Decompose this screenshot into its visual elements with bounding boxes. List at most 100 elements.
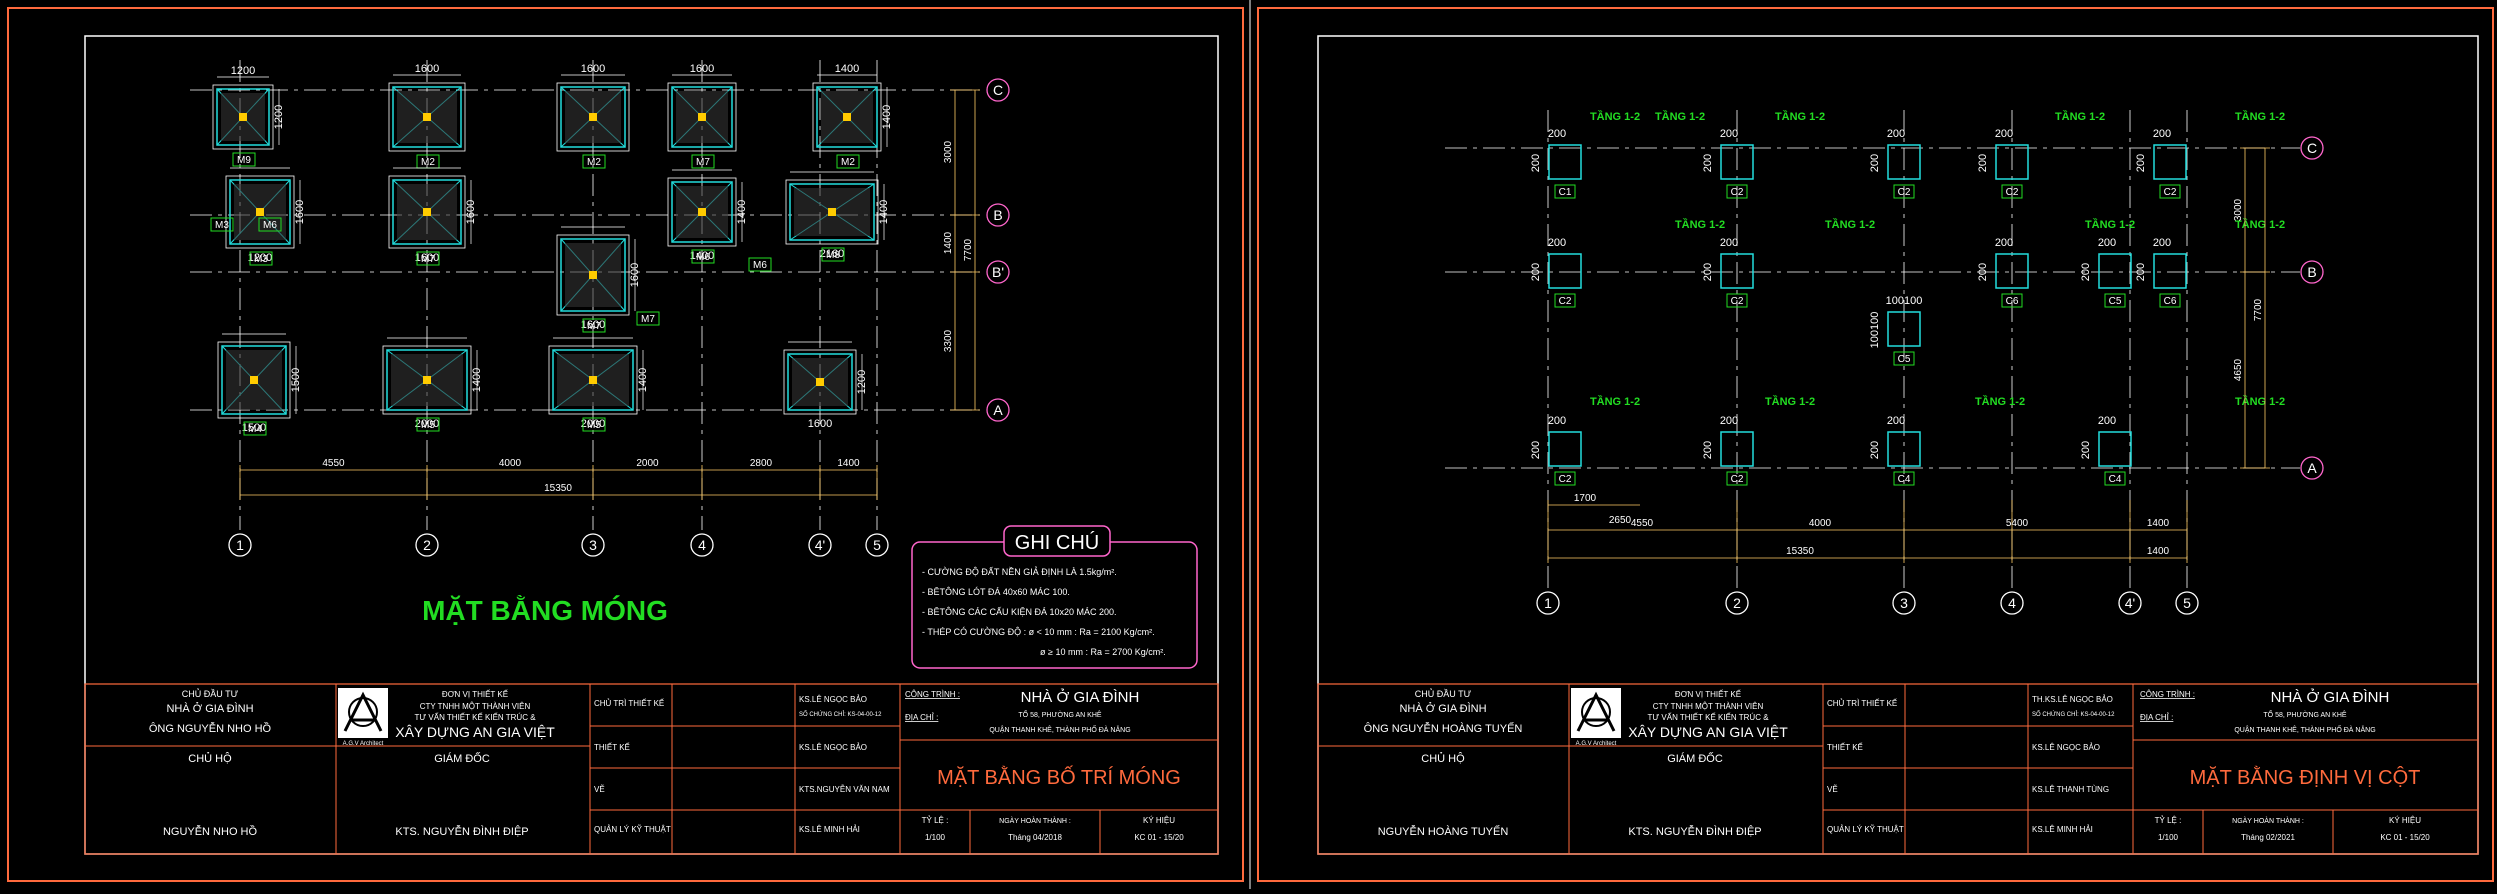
axis-bubble	[986, 398, 1010, 422]
floor-label: TẦNG 1-2	[2235, 395, 2285, 408]
footing-height-dim: 1600	[465, 200, 477, 224]
footing-height-dim: 1400	[471, 368, 483, 392]
dimension-text: 1400	[2147, 546, 2170, 557]
date-value: Tháng 04/2018	[1008, 833, 1062, 842]
person-name: KS.LÊ THANH TÙNG	[2032, 785, 2109, 794]
footing-tag-box	[582, 318, 606, 333]
role-label: VẼ	[594, 785, 605, 794]
person-name: KS.LÊ NGỌC BẢO	[799, 695, 867, 704]
notes-title: GHI CHÚ	[1015, 531, 1099, 554]
axis-label: A	[2307, 460, 2317, 476]
footing-height-dim: 1600	[629, 263, 641, 287]
chu-ho-name: NGUYỄN NHO HỒ	[163, 825, 258, 838]
role-label: QUẢN LÝ KỸ THUẬT	[594, 825, 671, 834]
column-outline	[2098, 253, 2132, 289]
column-tag-box	[1893, 471, 1915, 486]
footing-width-dim: 2000	[415, 418, 439, 430]
footing-outline	[552, 349, 634, 411]
column-stub	[816, 378, 824, 386]
column-tag: C6	[2164, 296, 2177, 307]
logo-text: A.G.V Architect	[1576, 741, 1617, 747]
column-dim: 200	[1887, 415, 1905, 427]
footing-tag: M5	[421, 420, 435, 431]
column-tag: C2	[1731, 296, 1744, 307]
footing-tag: M6	[753, 260, 767, 271]
column-dim: 200	[1702, 154, 1714, 172]
axis-label: C	[2307, 140, 2317, 156]
column-tag: C1	[1559, 187, 1572, 198]
column-tag-box	[1726, 471, 1748, 486]
footing-tag-box	[821, 247, 845, 262]
column-outline	[2153, 144, 2187, 180]
dimension-text: 3300	[943, 329, 954, 352]
footing-width-dim: 1600	[415, 63, 439, 75]
address-label: ĐỊA CHỈ :	[2140, 713, 2173, 722]
right-columns: C1200200C2200200C2200200C2200200C2200200…	[1530, 110, 2285, 486]
note-line: - CƯỜNG ĐỘ ĐẤT NỀN GIẢ ĐỊNH LÀ 1.5kg/m².	[922, 566, 1117, 577]
footing-height-dim: 1600	[294, 200, 306, 224]
dimension-text: 1400	[837, 458, 860, 469]
column-tag: C2	[1559, 296, 1572, 307]
footing-tag: M8	[826, 250, 840, 261]
left-drawing-title: MẶT BẰNG MÓNG	[422, 595, 668, 626]
chu-ho-label: CHỦ HỘ	[1421, 752, 1465, 765]
drawing-name: MẶT BẰNG BỐ TRÍ MÓNG	[937, 765, 1181, 789]
column-dim: 200	[2098, 237, 2116, 249]
floor-label: TẦNG 1-2	[1590, 110, 1640, 123]
footing-height-dim: 1500	[290, 368, 302, 392]
column-tag-box	[1554, 471, 1576, 486]
column-dim: 200	[1887, 128, 1905, 140]
column-dim: 200	[2080, 441, 2092, 459]
footing-tag: M7	[641, 314, 655, 325]
owner-line: NHÀ Ở GIA ĐÌNH	[1399, 702, 1486, 715]
column-tag: C4	[2109, 474, 2122, 485]
footing-pad	[548, 345, 638, 415]
footing-pad	[217, 341, 291, 419]
person-name: KS.LÊ MINH HẢI	[2032, 825, 2093, 834]
owner-line: ÔNG NGUYỄN HOÀNG TUYẾN	[1364, 722, 1523, 735]
cert-number: SỐ CHỨNG CHỈ: KS-04-00-12	[799, 711, 882, 718]
footing-tag-box	[232, 152, 256, 167]
footing-outline	[671, 86, 733, 148]
column-outline	[1548, 144, 1582, 180]
footing-height-dim: 1400	[637, 368, 649, 392]
column-dim: 200	[1720, 128, 1738, 140]
footing-outline	[787, 353, 853, 411]
floor-label: TẦNG 1-2	[1775, 110, 1825, 123]
column-tag: C2	[2006, 187, 2019, 198]
footing-tag-box	[836, 154, 860, 169]
dimension-text: 3000	[943, 140, 954, 163]
footing-tag: M4	[248, 424, 262, 435]
column-stub	[423, 113, 431, 121]
column-stub	[698, 113, 706, 121]
axis-bubble	[865, 533, 889, 557]
column-dim: 200	[2135, 154, 2147, 172]
footing-width-dim: 1600	[415, 252, 439, 264]
axis-bubble	[2118, 591, 2142, 615]
footing-tag: M7	[421, 254, 435, 265]
dimension-text: 2800	[750, 458, 773, 469]
role-label: CHỦ TRÌ THIẾT KẾ	[594, 698, 664, 708]
column-dim: 200	[2098, 415, 2116, 427]
right-grid-lines	[1445, 110, 2300, 590]
footing-width-dim: 1200	[248, 252, 272, 264]
axis-label: 4'	[815, 537, 825, 553]
date-label: NGÀY HOÀN THÀNH :	[2232, 816, 2304, 825]
footing-height-dim: 1200	[273, 105, 285, 129]
unit-line: TƯ VẤN THIẾT KẾ KIẾN TRÚC &	[1647, 712, 1769, 722]
footing-width-dim: 1600	[581, 319, 605, 331]
footing-outline	[560, 86, 626, 148]
column-dim: 200	[2153, 128, 2171, 140]
footing-width-dim: 1500	[242, 422, 266, 434]
footing-height-dim: 1400	[736, 200, 748, 224]
footing-pad	[812, 82, 882, 152]
column-dim: 200	[1977, 263, 1989, 281]
footing-tag-box	[416, 251, 440, 266]
floor-label: TẦNG 1-2	[1675, 218, 1725, 231]
footing-tag-box	[636, 311, 660, 326]
scale-label: TỶ LỆ :	[922, 816, 949, 825]
code-label: KÝ HIỆU	[1143, 816, 1175, 825]
